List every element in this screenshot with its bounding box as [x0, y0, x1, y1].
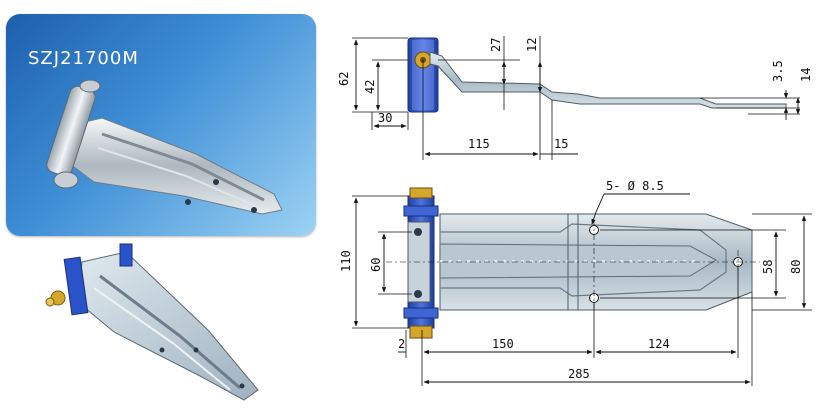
dim-side-step-length: 115: [468, 137, 490, 151]
hinge-iso-render: [45, 243, 259, 401]
hole: [414, 228, 422, 236]
top-view: 5- Ø 8.5 110 60 58 80 2 150 124 285: [339, 179, 812, 386]
dim-side-offset-1: 27: [489, 38, 503, 52]
dim-top-leaf-width: 80: [789, 260, 803, 274]
dim-top-hole-spacing-right: 58: [761, 260, 775, 274]
dim-top-height-total: 110: [339, 250, 353, 272]
hinge-photo: [46, 79, 283, 215]
dim-top-length-to-holes: 150: [492, 337, 514, 351]
dim-side-height-inner: 42: [363, 80, 377, 94]
model-label: SZJ21700M: [28, 48, 139, 69]
dim-top-hole-spacing-vertical: 60: [369, 258, 383, 272]
dim-side-knuckle-width: 30: [378, 111, 392, 125]
dim-top-length-total: 285: [568, 367, 590, 381]
hole: [414, 290, 422, 298]
dim-side-step-width: 15: [554, 137, 568, 151]
top-bolt-nut: [409, 325, 433, 339]
dim-side-tip-thickness: 3.5: [771, 60, 785, 82]
side-view: 62 42 27 12 3.5 14 30 115 15: [337, 36, 813, 160]
dim-side-height-total: 62: [337, 72, 351, 86]
dim-top-length-holes-to-end: 124: [648, 337, 670, 351]
dim-top-pin-offset: 2: [398, 337, 405, 351]
top-bolt-head: [409, 187, 433, 199]
dim-top-hole-callout: 5- Ø 8.5: [606, 179, 664, 193]
dim-side-offset-2: 12: [525, 38, 539, 52]
dim-side-tip-height: 14: [799, 68, 813, 82]
side-leaf-profile: [429, 51, 787, 109]
product-photo-card: SZJ21700M: [6, 14, 316, 236]
